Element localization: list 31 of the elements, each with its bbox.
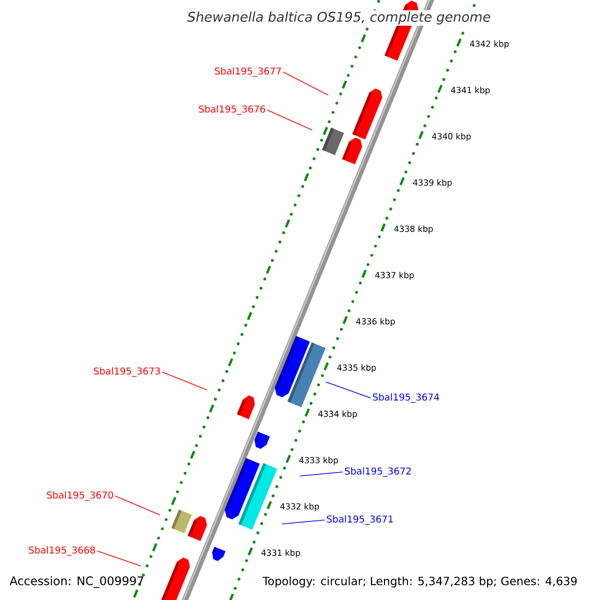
map-title: Shewanella baltica OS195, complete genome: [186, 10, 492, 26]
accession-text: Accession: NC_009997: [10, 576, 144, 588]
gene-label: Sbal195_3673: [94, 367, 160, 377]
gene-label: Sbal195_3671: [326, 515, 393, 525]
leader-line: [266, 110, 312, 130]
leader-line: [300, 472, 344, 476]
kbp-label: 4336 kbp: [356, 318, 395, 326]
kbp-label: 4338 kbp: [394, 225, 433, 234]
leader-line: [96, 550, 142, 566]
kbp-label: 4332 kbp: [280, 503, 319, 512]
leader-line: [282, 72, 328, 96]
kbp-label: 4337 kbp: [375, 272, 414, 280]
gene-label: Sbal195_3668: [28, 546, 96, 556]
leader-line: [326, 382, 372, 398]
gene-label: Sbal195_3677: [214, 67, 281, 77]
kbp-label: 4335 kbp: [337, 364, 376, 372]
kbp-label: 4333 kbp: [299, 456, 338, 465]
kbp-label: 4339 kbp: [413, 179, 452, 188]
leader-line: [282, 520, 326, 524]
gene-label: Sbal195_3674: [372, 393, 440, 403]
gene-label: Sbal195_3676: [198, 105, 266, 115]
kbp-label: 4340 kbp: [432, 132, 471, 142]
kbp-label: 4341 kbp: [451, 86, 490, 95]
kbp-label: 4342 kbp: [470, 40, 509, 49]
gene-label: Sbal195_3670: [46, 491, 114, 501]
kbp-label: 4331 kbp: [261, 549, 300, 558]
genome-info-text: Topology: circular; Length: 5,347,283 bp; Genes: 4,639: [262, 576, 577, 588]
gene-label: Sbal195_3672: [344, 467, 411, 477]
leader-line: [162, 372, 208, 390]
leader-line: [114, 496, 160, 516]
kbp-label: 4334 kbp: [318, 410, 357, 419]
